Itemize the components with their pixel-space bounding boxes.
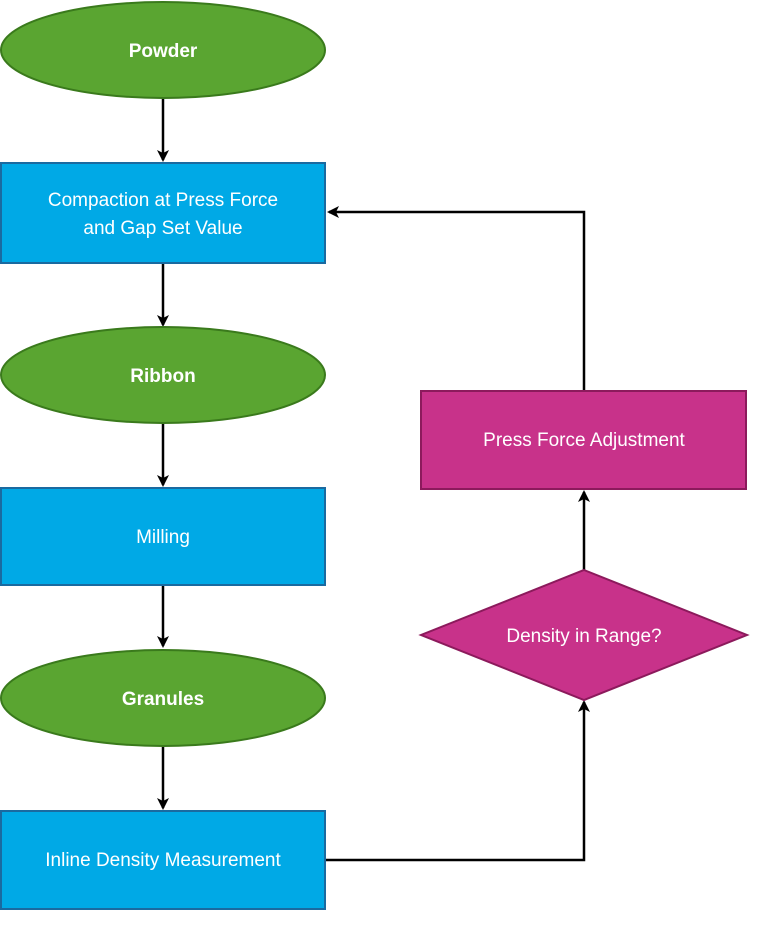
arrow-inline-density-to-density-check — [325, 700, 590, 862]
milling-label: Milling — [136, 527, 190, 548]
compaction-label-line-2: and Gap Set Value — [83, 218, 242, 239]
compaction-box — [0, 162, 326, 264]
granules-label: Granules — [122, 689, 204, 710]
ribbon-ellipse — [0, 326, 326, 424]
node-powder[interactable]: Powder — [0, 1, 326, 99]
node-compaction[interactable]: Compaction at Press Force and Gap Set Va… — [0, 162, 326, 264]
node-ribbon[interactable]: Ribbon — [0, 326, 326, 424]
density-check-label: Density in Range? — [506, 626, 661, 647]
connector-layer — [157, 98, 590, 862]
node-granules[interactable]: Granules — [0, 649, 326, 747]
inline-density-label: Inline Density Measurement — [45, 850, 281, 871]
node-density-check[interactable]: Density in Range? — [418, 568, 750, 702]
powder-label: Powder — [129, 41, 198, 62]
milling-box — [0, 487, 326, 586]
powder-ellipse — [0, 1, 326, 99]
granules-ellipse — [0, 649, 326, 747]
density-check-diamond — [418, 568, 750, 702]
node-milling[interactable]: Milling — [0, 487, 326, 586]
press-adjust-box — [420, 390, 747, 490]
press-adjust-label: Press Force Adjustment — [483, 430, 685, 451]
arrow-press-adjust-to-compaction — [327, 206, 586, 390]
node-press-adjust[interactable]: Press Force Adjustment — [420, 390, 747, 490]
ribbon-label: Ribbon — [130, 366, 195, 387]
node-inline-density[interactable]: Inline Density Measurement — [0, 810, 326, 910]
inline-density-box — [0, 810, 326, 910]
compaction-label-line-1: Compaction at Press Force — [48, 190, 278, 211]
